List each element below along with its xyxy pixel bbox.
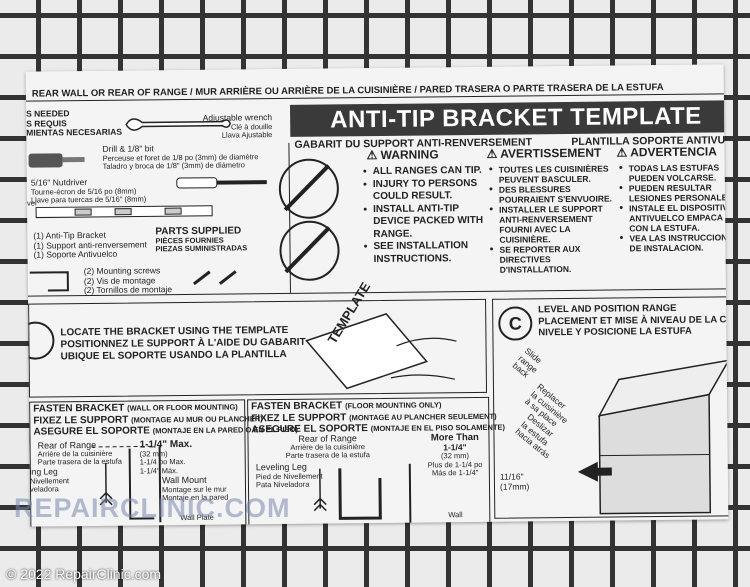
- step-c-letter: C: [498, 306, 533, 341]
- nutdriver-icon: [176, 177, 267, 189]
- warning-en-list: ALL RANGES CAN TIP.INJURY TO PERSONS COU…: [363, 165, 484, 266]
- warning-fr-list: TOUTES LES CUISINIÈRES PEUVENT BASCULER.…: [489, 164, 616, 275]
- watermark: REPAIRCLINIC.COM: [14, 493, 291, 523]
- tip-warning-icon: [278, 158, 340, 220]
- level-icon: [35, 205, 213, 219]
- parts-screws: (2) Mounting screws(2) Vis de montage(2)…: [83, 265, 173, 296]
- bracket-icon: [29, 271, 69, 292]
- range-illustration: [577, 359, 729, 515]
- screws-icon: [192, 270, 237, 286]
- warning-es-head: ⚠ ADVERTENCIA: [616, 144, 717, 160]
- wrench-icon: [125, 118, 231, 131]
- template-sheet: REAR WALL OR REAR OF RANGE / MUR ARRIÈRE…: [25, 64, 729, 527]
- template-illustration: [305, 313, 457, 390]
- floor-wall-label: Wall: [448, 510, 463, 520]
- step-c-dim: 11/16"(17mm): [499, 471, 530, 492]
- page-title: ANTI-TIP BRACKET TEMPLATE: [330, 102, 702, 134]
- parts-bracket: (1) Anti-Tip Bracket(1) Support anti-ren…: [33, 229, 147, 260]
- title-bar: ANTI-TIP BRACKET TEMPLATE: [289, 100, 725, 137]
- floor-bracket-diagram: [313, 463, 412, 524]
- warning-fr-head: ⚠ AVERTISSEMENT: [486, 145, 602, 161]
- drill-icon: [28, 153, 85, 168]
- warning-en-head: ⚠ WARNING: [366, 147, 439, 163]
- step-b-floor-head: FASTEN BRACKET (FLOOR MOUNTING ONLY) FIX…: [251, 400, 506, 436]
- tip-warning-icon-2: [279, 220, 340, 282]
- warning-es-list: TODAS LAS ESTUFAS PUEDEN VOLCARSE.PUEDEN…: [619, 162, 729, 253]
- wall-bracket-diagram: [91, 445, 162, 523]
- copyright-notice: © 2022 RepairClinic.com: [6, 566, 162, 582]
